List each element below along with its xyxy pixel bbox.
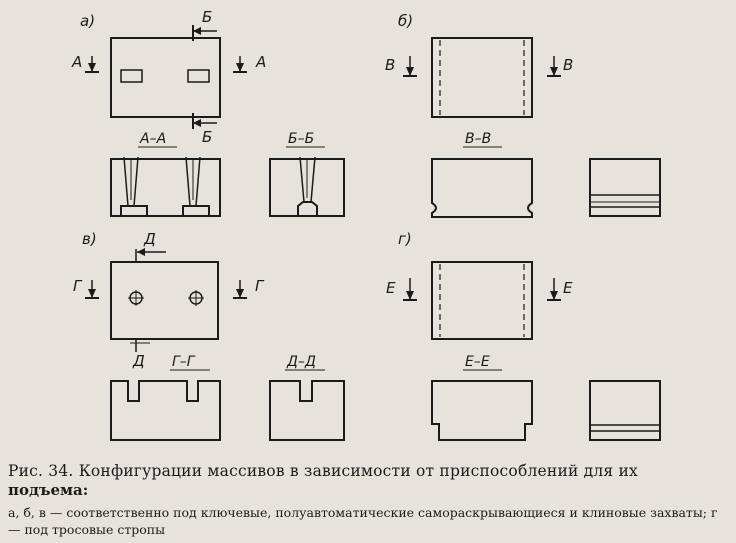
- caption-title-line2: подъема:: [8, 481, 89, 499]
- panel-label-v: в): [82, 230, 97, 248]
- marker-g-right: Г: [255, 277, 265, 295]
- section-ee-side-view: [589, 380, 661, 441]
- marker-b-top: Б: [202, 8, 212, 26]
- marker-d-top: Д: [143, 230, 156, 248]
- marker-v-left: В: [385, 56, 395, 74]
- section-title-bb: Б–Б: [288, 131, 314, 147]
- section-title-dd: Д–Д: [286, 354, 316, 370]
- marker-d-bottom: Д: [132, 352, 145, 370]
- plan-g: [403, 261, 561, 340]
- panel-label-a: а): [80, 12, 95, 30]
- plan-v: [85, 248, 247, 352]
- section-vv-side-view: [589, 158, 661, 217]
- section-aa-drawing: [110, 156, 221, 217]
- marker-a-left: А: [71, 53, 82, 71]
- marker-g-left: Г: [73, 277, 83, 295]
- figure-caption: Рис. 34. Конфигурации массивов в зависим…: [8, 462, 730, 538]
- panel-label-b: б): [398, 12, 413, 30]
- marker-a-right: А: [255, 53, 266, 71]
- section-dd-drawing: [269, 380, 345, 441]
- section-ee-drawing: [431, 380, 533, 441]
- section-title-aa: А–А: [139, 131, 166, 147]
- plan-b: [403, 37, 561, 118]
- caption-figure-number: Рис. 34.: [8, 462, 74, 480]
- section-bb-drawing: [269, 156, 345, 217]
- section-title-vv: В–В: [465, 131, 491, 147]
- section-gg-drawing: [110, 380, 221, 441]
- section-title-gg: Г–Г: [172, 354, 196, 370]
- caption-description: а, б, в — соответственно под ключевые, п…: [8, 505, 718, 537]
- marker-v-right: В: [563, 56, 573, 74]
- marker-e-left: Е: [386, 279, 396, 297]
- marker-b-bottom: Б: [202, 128, 212, 146]
- section-title-ee: Е–Е: [465, 354, 490, 370]
- marker-e-right: Е: [563, 279, 573, 297]
- plan-a: [85, 25, 247, 129]
- caption-title-text: Конфигурации массивов в зависимости от п…: [78, 462, 639, 480]
- section-vv-drawing: [431, 158, 533, 218]
- caption-title-line1: Рис. 34. Конфигурации массивов в зависим…: [8, 462, 730, 480]
- panel-label-g: г): [398, 230, 412, 248]
- figure-drawing: а) А А Б Б А–А Б–Б: [71, 8, 661, 441]
